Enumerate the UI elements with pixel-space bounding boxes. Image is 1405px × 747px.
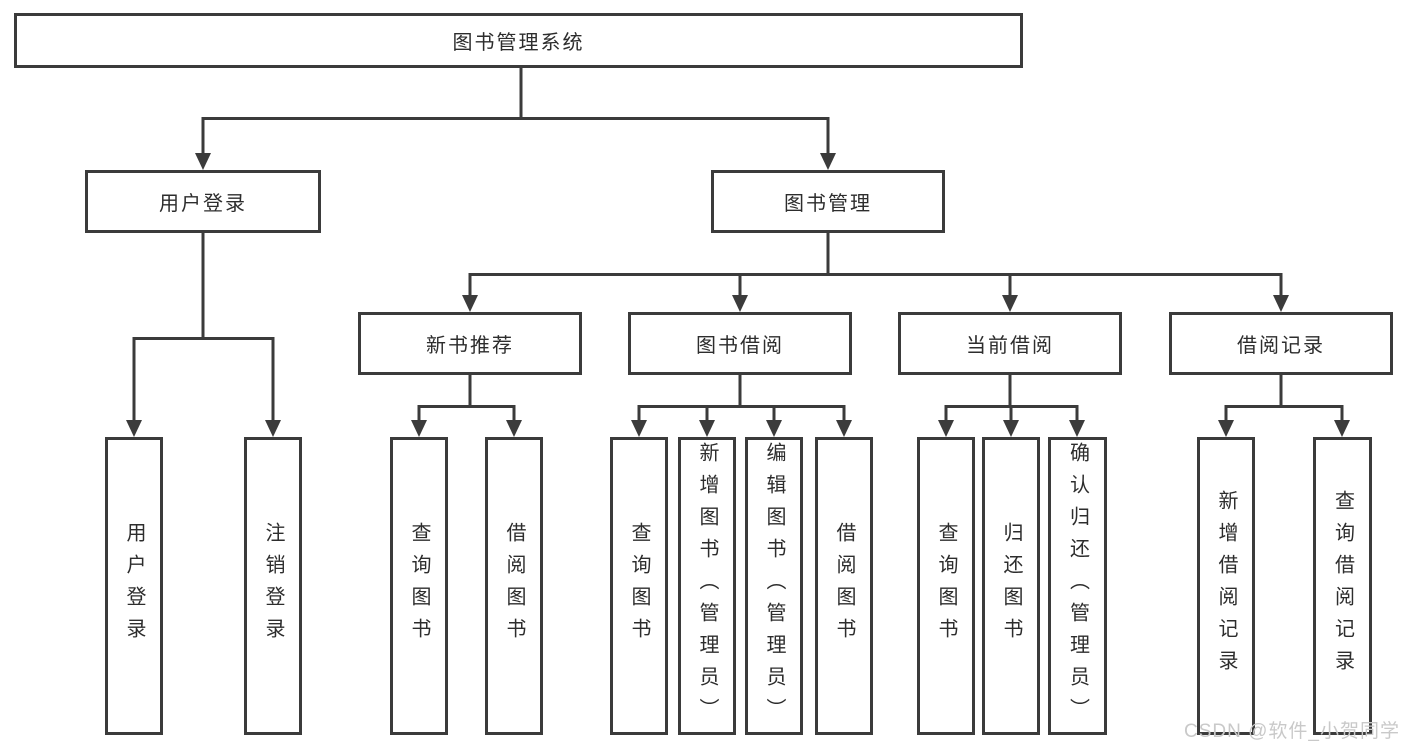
node-book-management: 图书管理 bbox=[711, 170, 945, 233]
node-current-borrow: 当前借阅 bbox=[898, 312, 1122, 375]
leaf-query-books-recommend-label: 查询图书 bbox=[408, 522, 430, 650]
leaf-query-books-recommend: 查询图书 bbox=[390, 437, 448, 735]
node-user-login-label: 用户登录 bbox=[159, 193, 247, 215]
leaf-query-books-borrow-label: 查询图书 bbox=[628, 522, 650, 650]
leaf-query-borrow-record-label: 查询借阅记录 bbox=[1331, 490, 1354, 682]
node-book-borrow-label: 图书借阅 bbox=[696, 335, 784, 357]
leaf-edit-book-admin: 编辑图书（管理员） bbox=[745, 437, 803, 735]
leaf-logout-label: 注销登录 bbox=[262, 522, 284, 650]
node-root-library-system: 图书管理系统 bbox=[14, 13, 1023, 68]
leaf-edit-book-admin-label: 编辑图书（管理员） bbox=[763, 442, 785, 730]
leaf-confirm-return-admin-label: 确认归还（管理员） bbox=[1066, 442, 1089, 730]
leaf-add-borrow-record-label: 新增借阅记录 bbox=[1215, 490, 1237, 682]
node-root-label: 图书管理系统 bbox=[452, 32, 585, 54]
leaf-logout: 注销登录 bbox=[244, 437, 302, 735]
leaf-borrow-books-recommend-label: 借阅图书 bbox=[503, 522, 525, 650]
leaf-return-books-label: 归还图书 bbox=[1000, 522, 1022, 650]
leaf-return-books: 归还图书 bbox=[982, 437, 1040, 735]
leaf-borrow-books-label: 借阅图书 bbox=[833, 522, 855, 650]
node-book-management-label: 图书管理 bbox=[784, 193, 872, 215]
node-current-borrow-label: 当前借阅 bbox=[966, 335, 1054, 357]
leaf-borrow-books: 借阅图书 bbox=[815, 437, 873, 735]
node-book-borrow: 图书借阅 bbox=[628, 312, 852, 375]
node-new-book-recommend: 新书推荐 bbox=[358, 312, 582, 375]
leaf-add-borrow-record: 新增借阅记录 bbox=[1197, 437, 1255, 735]
leaf-query-books-current: 查询图书 bbox=[917, 437, 975, 735]
leaf-add-book-admin: 新增图书（管理员） bbox=[678, 437, 736, 735]
node-borrow-records: 借阅记录 bbox=[1169, 312, 1393, 375]
leaf-add-book-admin-label: 新增图书（管理员） bbox=[696, 442, 718, 730]
leaf-query-books-borrow: 查询图书 bbox=[610, 437, 668, 735]
leaf-query-books-current-label: 查询图书 bbox=[935, 522, 957, 650]
node-user-login: 用户登录 bbox=[85, 170, 321, 233]
node-new-book-recommend-label: 新书推荐 bbox=[426, 335, 514, 357]
leaf-borrow-books-recommend: 借阅图书 bbox=[485, 437, 543, 735]
leaf-user-login-label: 用户登录 bbox=[123, 522, 145, 650]
csdn-watermark: CSDN @软件_小贺同学 bbox=[1184, 721, 1400, 742]
leaf-confirm-return-admin: 确认归还（管理员） bbox=[1048, 437, 1107, 735]
leaf-query-borrow-record: 查询借阅记录 bbox=[1313, 437, 1372, 735]
leaf-user-login: 用户登录 bbox=[105, 437, 163, 735]
node-borrow-records-label: 借阅记录 bbox=[1237, 335, 1325, 357]
